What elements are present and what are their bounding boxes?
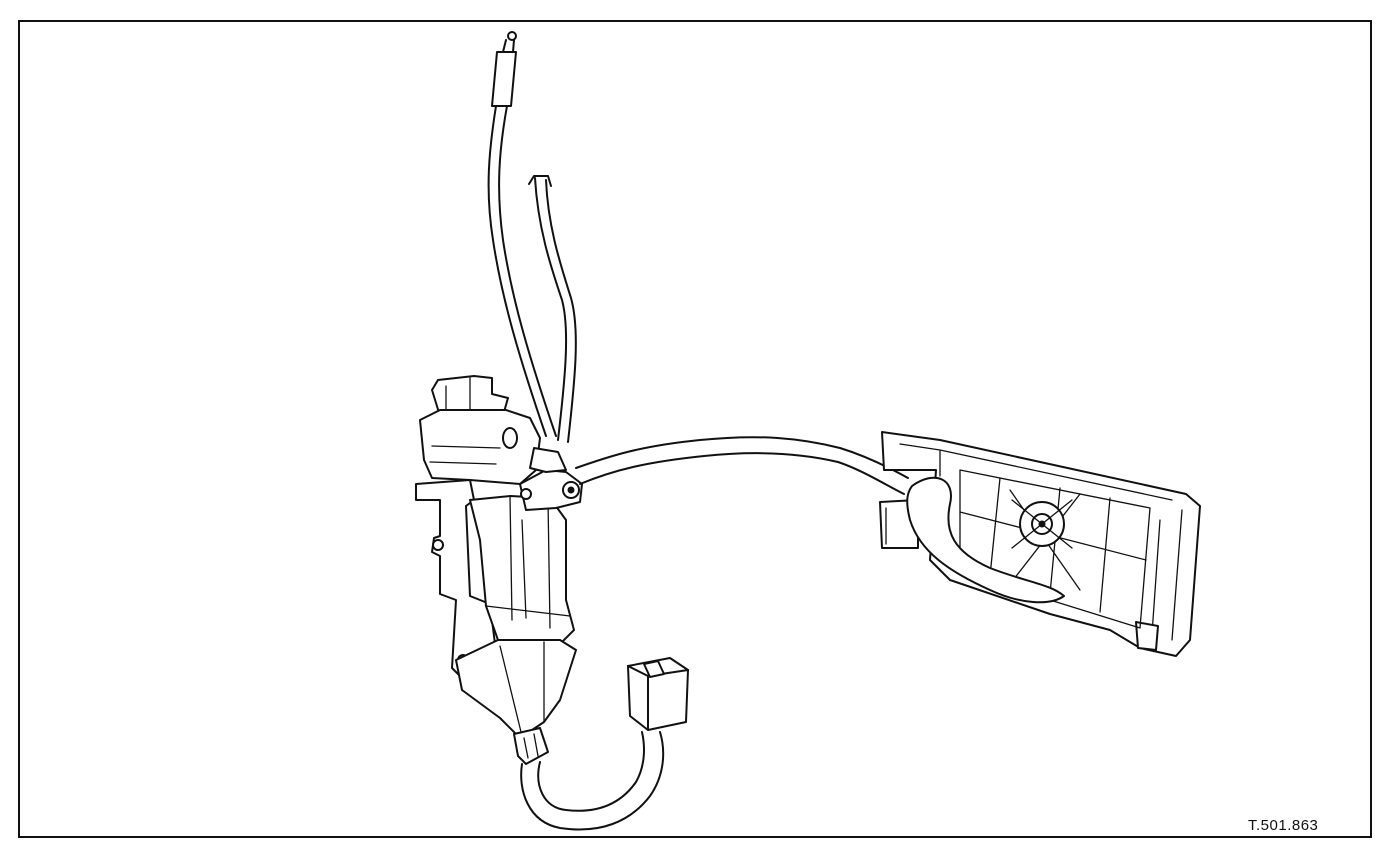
drawing-frame: [18, 20, 1372, 838]
release-cable: [575, 436, 909, 495]
upper-control-rod: [487, 31, 557, 437]
lock-rod: [528, 175, 577, 443]
electrical-cable: [520, 731, 665, 831]
lock-body: [415, 375, 583, 765]
connector-plug: [627, 657, 689, 731]
interior-handle-assembly: [879, 431, 1201, 657]
figure-reference-label: T.501.863: [1248, 817, 1319, 834]
